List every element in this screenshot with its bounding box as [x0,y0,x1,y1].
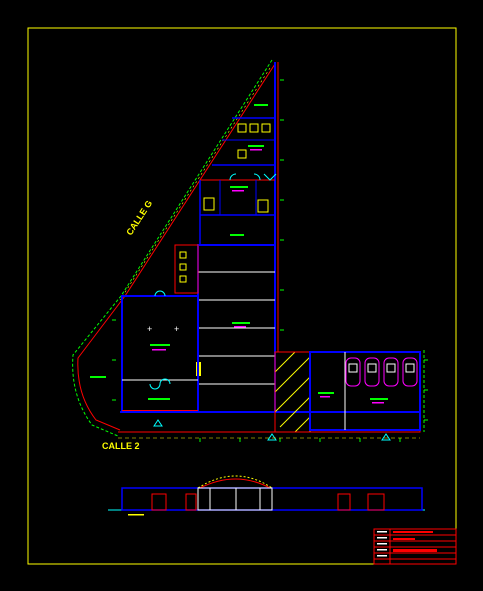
title-block [373,528,457,565]
svg-text:+: + [147,324,152,334]
street-label-calle-2: CALLE 2 [102,441,140,451]
hatched-area [274,351,311,433]
parked-cars [345,357,418,387]
svg-text:+: + [174,324,179,334]
drawing-frame [27,27,457,565]
elevation-view [108,475,425,516]
garage-wing [274,351,421,433]
diagonal-inner-wall [77,63,276,431]
floor-plan: + + [72,59,428,451]
street-label-calle-g: CALLE G [124,199,154,238]
dimension-ticks [112,79,428,442]
diagonal-outer-wall [72,59,273,437]
central-offices [196,244,276,413]
main-hall: + + [90,244,199,413]
upper-rooms [199,104,277,246]
